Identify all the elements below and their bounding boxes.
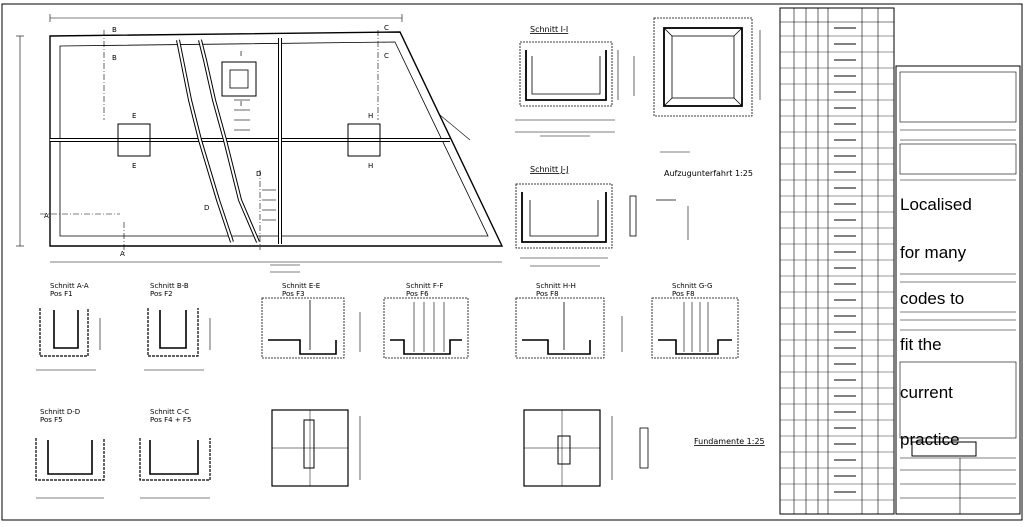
section-gg-pos: Pos F8	[672, 290, 695, 298]
marker-e-top: E	[132, 112, 136, 120]
overlay-line-5: current	[900, 383, 953, 402]
schnitt-jj-title: Schnitt J-J	[530, 165, 568, 174]
title-block	[895, 65, 1021, 515]
marker-h-top: H	[368, 112, 373, 120]
marker-c-bottom: C	[384, 52, 389, 60]
section-titles-row2: Schnitt D-D Pos F5 Schnitt C-C Pos F4 + …	[40, 408, 191, 424]
section-ff-pos: Pos F6	[406, 290, 429, 298]
aufzug-title: Aufzugunterfahrt 1:25	[664, 169, 753, 178]
section-ff-title: Schnitt F-F	[406, 282, 443, 290]
section-hh-title: Schnitt H-H	[536, 282, 576, 290]
section-ee-title: Schnitt E-E	[282, 282, 320, 290]
marker-i-top: I	[240, 50, 242, 58]
marker-c-top: C	[384, 24, 389, 32]
section-cc-title: Schnitt C-C	[150, 408, 189, 416]
section-bb-pos: Pos F2	[150, 290, 173, 298]
marker-d-left: D	[204, 204, 209, 212]
marker-a-left: A	[44, 212, 49, 220]
marker-a-bottom: A	[120, 250, 125, 258]
overlay-line-4: fit the	[900, 335, 942, 354]
section-cc-pos: Pos F4 + F5	[150, 416, 191, 424]
schnitt-jj-detail	[515, 183, 689, 267]
marker-b-bottom: B	[112, 54, 117, 62]
fundamente-title: Fundamente 1:25	[694, 437, 765, 446]
section-ee-pos: Pos F3	[282, 290, 305, 298]
section-details-row2	[35, 409, 649, 499]
overlay-line-6: practice	[900, 430, 960, 449]
section-hh-pos: Pos F8	[536, 290, 559, 298]
sheet-border	[1, 3, 1023, 521]
marker-i-bottom: I	[240, 100, 242, 108]
plan-markers: B B A A C C D D E E H H I I	[44, 24, 389, 258]
marker-h-bottom: H	[368, 162, 373, 170]
section-gg-title: Schnitt G-G	[672, 282, 712, 290]
foundation-plan	[16, 14, 504, 273]
marker-e-bottom: E	[132, 162, 136, 170]
bar-schedule-rows	[780, 27, 894, 501]
marker-d-top: D	[256, 170, 261, 178]
bar-schedule-table	[779, 7, 895, 515]
schnitt-ii-title: Schnitt I-I	[530, 25, 568, 34]
section-bb-title: Schnitt B-B	[150, 282, 189, 290]
section-details-row1	[36, 297, 739, 371]
aufzug-plan	[653, 17, 761, 153]
section-dd-pos: Pos F5	[40, 416, 63, 424]
section-titles-row1: Schnitt A-A Pos F1 Schnitt B-B Pos F2 Sc…	[50, 282, 712, 298]
section-aa-pos: Pos F1	[50, 290, 73, 298]
overlay-line-1: Localised	[900, 195, 972, 214]
overlay-line-2: for many	[900, 243, 967, 262]
marker-b-top: B	[112, 26, 117, 34]
overlay-line-3: codes to	[900, 289, 965, 308]
section-aa-title: Schnitt A-A	[50, 282, 89, 290]
schnitt-ii-detail	[515, 41, 635, 137]
section-dd-title: Schnitt D-D	[40, 408, 80, 416]
